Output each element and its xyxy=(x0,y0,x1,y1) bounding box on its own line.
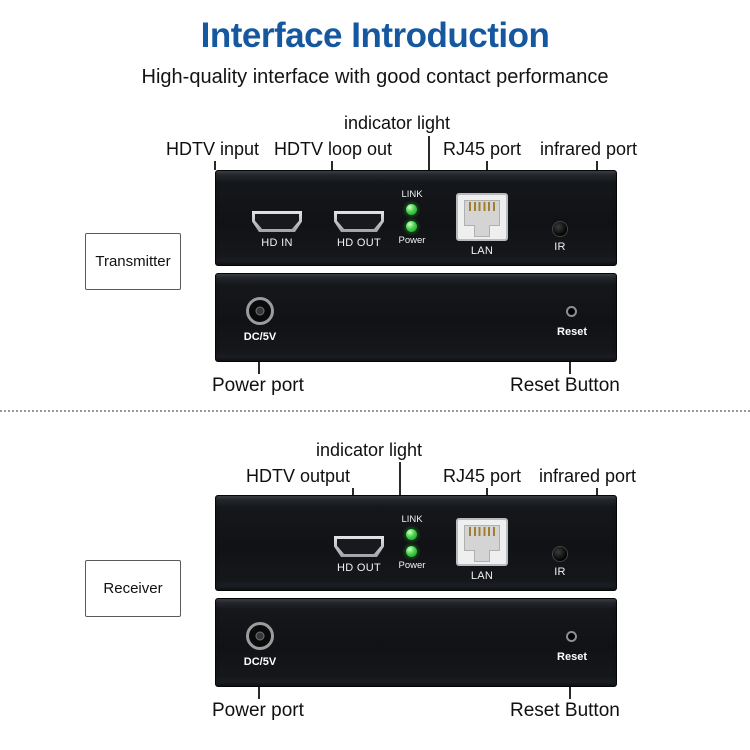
rx-indicator-light-line xyxy=(399,462,401,495)
receiver-tag-label: Receiver xyxy=(103,580,163,597)
tx-power-led xyxy=(406,221,417,232)
page-title: Interface Introduction xyxy=(200,16,550,55)
page-subtitle: High-quality interface with good contact… xyxy=(141,66,609,88)
tx-dc-label: DC/5V xyxy=(243,331,277,343)
tx-hd-out-label: HD OUT xyxy=(337,237,381,249)
rx-power-led-label: Power xyxy=(398,560,426,571)
rx-rj45-line xyxy=(486,488,488,495)
tx-hdmi-in-slot xyxy=(255,214,299,229)
rx-callout-hdtv-output: HDTV output xyxy=(246,466,351,486)
rx-dc-label: DC/5V xyxy=(243,656,277,668)
transmitter-tag-label: Transmitter xyxy=(95,253,171,270)
tx-reset-label: Reset xyxy=(557,326,587,338)
rx-power-port-line xyxy=(258,687,260,699)
rx-reset-label: Reset xyxy=(557,651,587,663)
tx-callout-hdtv-input: HDTV input xyxy=(166,139,260,159)
tx-hdtv-input-line xyxy=(214,161,216,170)
transmitter-interface-panel: HD IN HD OUT LINK Power LAN IR xyxy=(215,170,617,266)
rx-dc-power-jack xyxy=(246,622,274,650)
transmitter-power-panel: DC/5V Reset xyxy=(215,273,617,362)
tx-dc-pin xyxy=(255,306,265,316)
rx-hd-out-label: HD OUT xyxy=(337,562,381,574)
rx-callout-reset-button: Reset Button xyxy=(510,700,620,721)
rx-ir-port xyxy=(553,547,567,561)
rx-callout-indicator-light: indicator light xyxy=(316,440,423,460)
rx-hdmi-out-slot xyxy=(337,539,381,554)
tx-callout-infrared-port: infrared port xyxy=(540,139,638,159)
tx-callout-indicator-light: indicator light xyxy=(344,113,451,133)
tx-hdmi-in-port xyxy=(252,211,302,232)
tx-hd-in-label: HD IN xyxy=(261,237,293,249)
rx-callout-rj45-port: RJ45 port xyxy=(443,466,522,486)
tx-indicator-light-line xyxy=(428,136,430,170)
rx-rj45-pins xyxy=(469,527,495,536)
tx-dc-power-jack xyxy=(246,297,274,325)
rx-reset-button xyxy=(566,631,577,642)
tx-hdmi-out-slot xyxy=(337,214,381,229)
tx-rj45-opening xyxy=(464,200,500,226)
tx-power-port-line xyxy=(258,362,260,374)
tx-rj45-latch xyxy=(474,225,490,237)
rx-rj45-latch xyxy=(474,550,490,562)
rx-infrared-line xyxy=(596,488,598,495)
receiver-interface-panel: HD OUT LINK Power LAN IR xyxy=(215,495,617,591)
tx-reset-button xyxy=(566,306,577,317)
tx-ir-port xyxy=(553,222,567,236)
tx-link-led xyxy=(406,204,417,215)
transmitter-tag: Transmitter xyxy=(85,233,181,290)
tx-rj45-pins xyxy=(469,202,495,211)
rx-callout-infrared-port: infrared port xyxy=(539,466,637,486)
tx-hdmi-out-port xyxy=(334,211,384,232)
tx-link-led-label: LINK xyxy=(401,189,423,200)
tx-callout-hdtv-loop-out: HDTV loop out xyxy=(274,139,393,159)
tx-power-led-label: Power xyxy=(398,235,426,246)
tx-lan-port xyxy=(456,193,508,241)
rx-hdmi-out-port xyxy=(334,536,384,557)
rx-link-led xyxy=(406,529,417,540)
rx-lan-port xyxy=(456,518,508,566)
rx-power-led xyxy=(406,546,417,557)
rx-lan-label: LAN xyxy=(470,570,494,582)
tx-callout-rj45-port: RJ45 port xyxy=(443,139,522,159)
tx-callout-reset-button: Reset Button xyxy=(510,375,620,396)
tx-infrared-line xyxy=(596,161,598,170)
rx-rj45-opening xyxy=(464,525,500,551)
receiver-power-panel: DC/5V Reset xyxy=(215,598,617,687)
receiver-tag: Receiver xyxy=(85,560,181,617)
tx-hdtv-loop-out-line xyxy=(331,161,333,170)
section-divider xyxy=(0,410,750,412)
rx-ir-label: IR xyxy=(554,566,566,578)
tx-ir-label: IR xyxy=(554,241,566,253)
tx-callout-power-port: Power port xyxy=(212,375,304,396)
rx-callout-power-port: Power port xyxy=(212,700,304,721)
tx-lan-label: LAN xyxy=(470,245,494,257)
rx-hdtv-output-line xyxy=(352,488,354,495)
rx-link-led-label: LINK xyxy=(401,514,423,525)
rx-dc-pin xyxy=(255,631,265,641)
rx-reset-button-line xyxy=(569,687,571,699)
tx-rj45-line xyxy=(486,161,488,170)
tx-reset-button-line xyxy=(569,362,571,374)
